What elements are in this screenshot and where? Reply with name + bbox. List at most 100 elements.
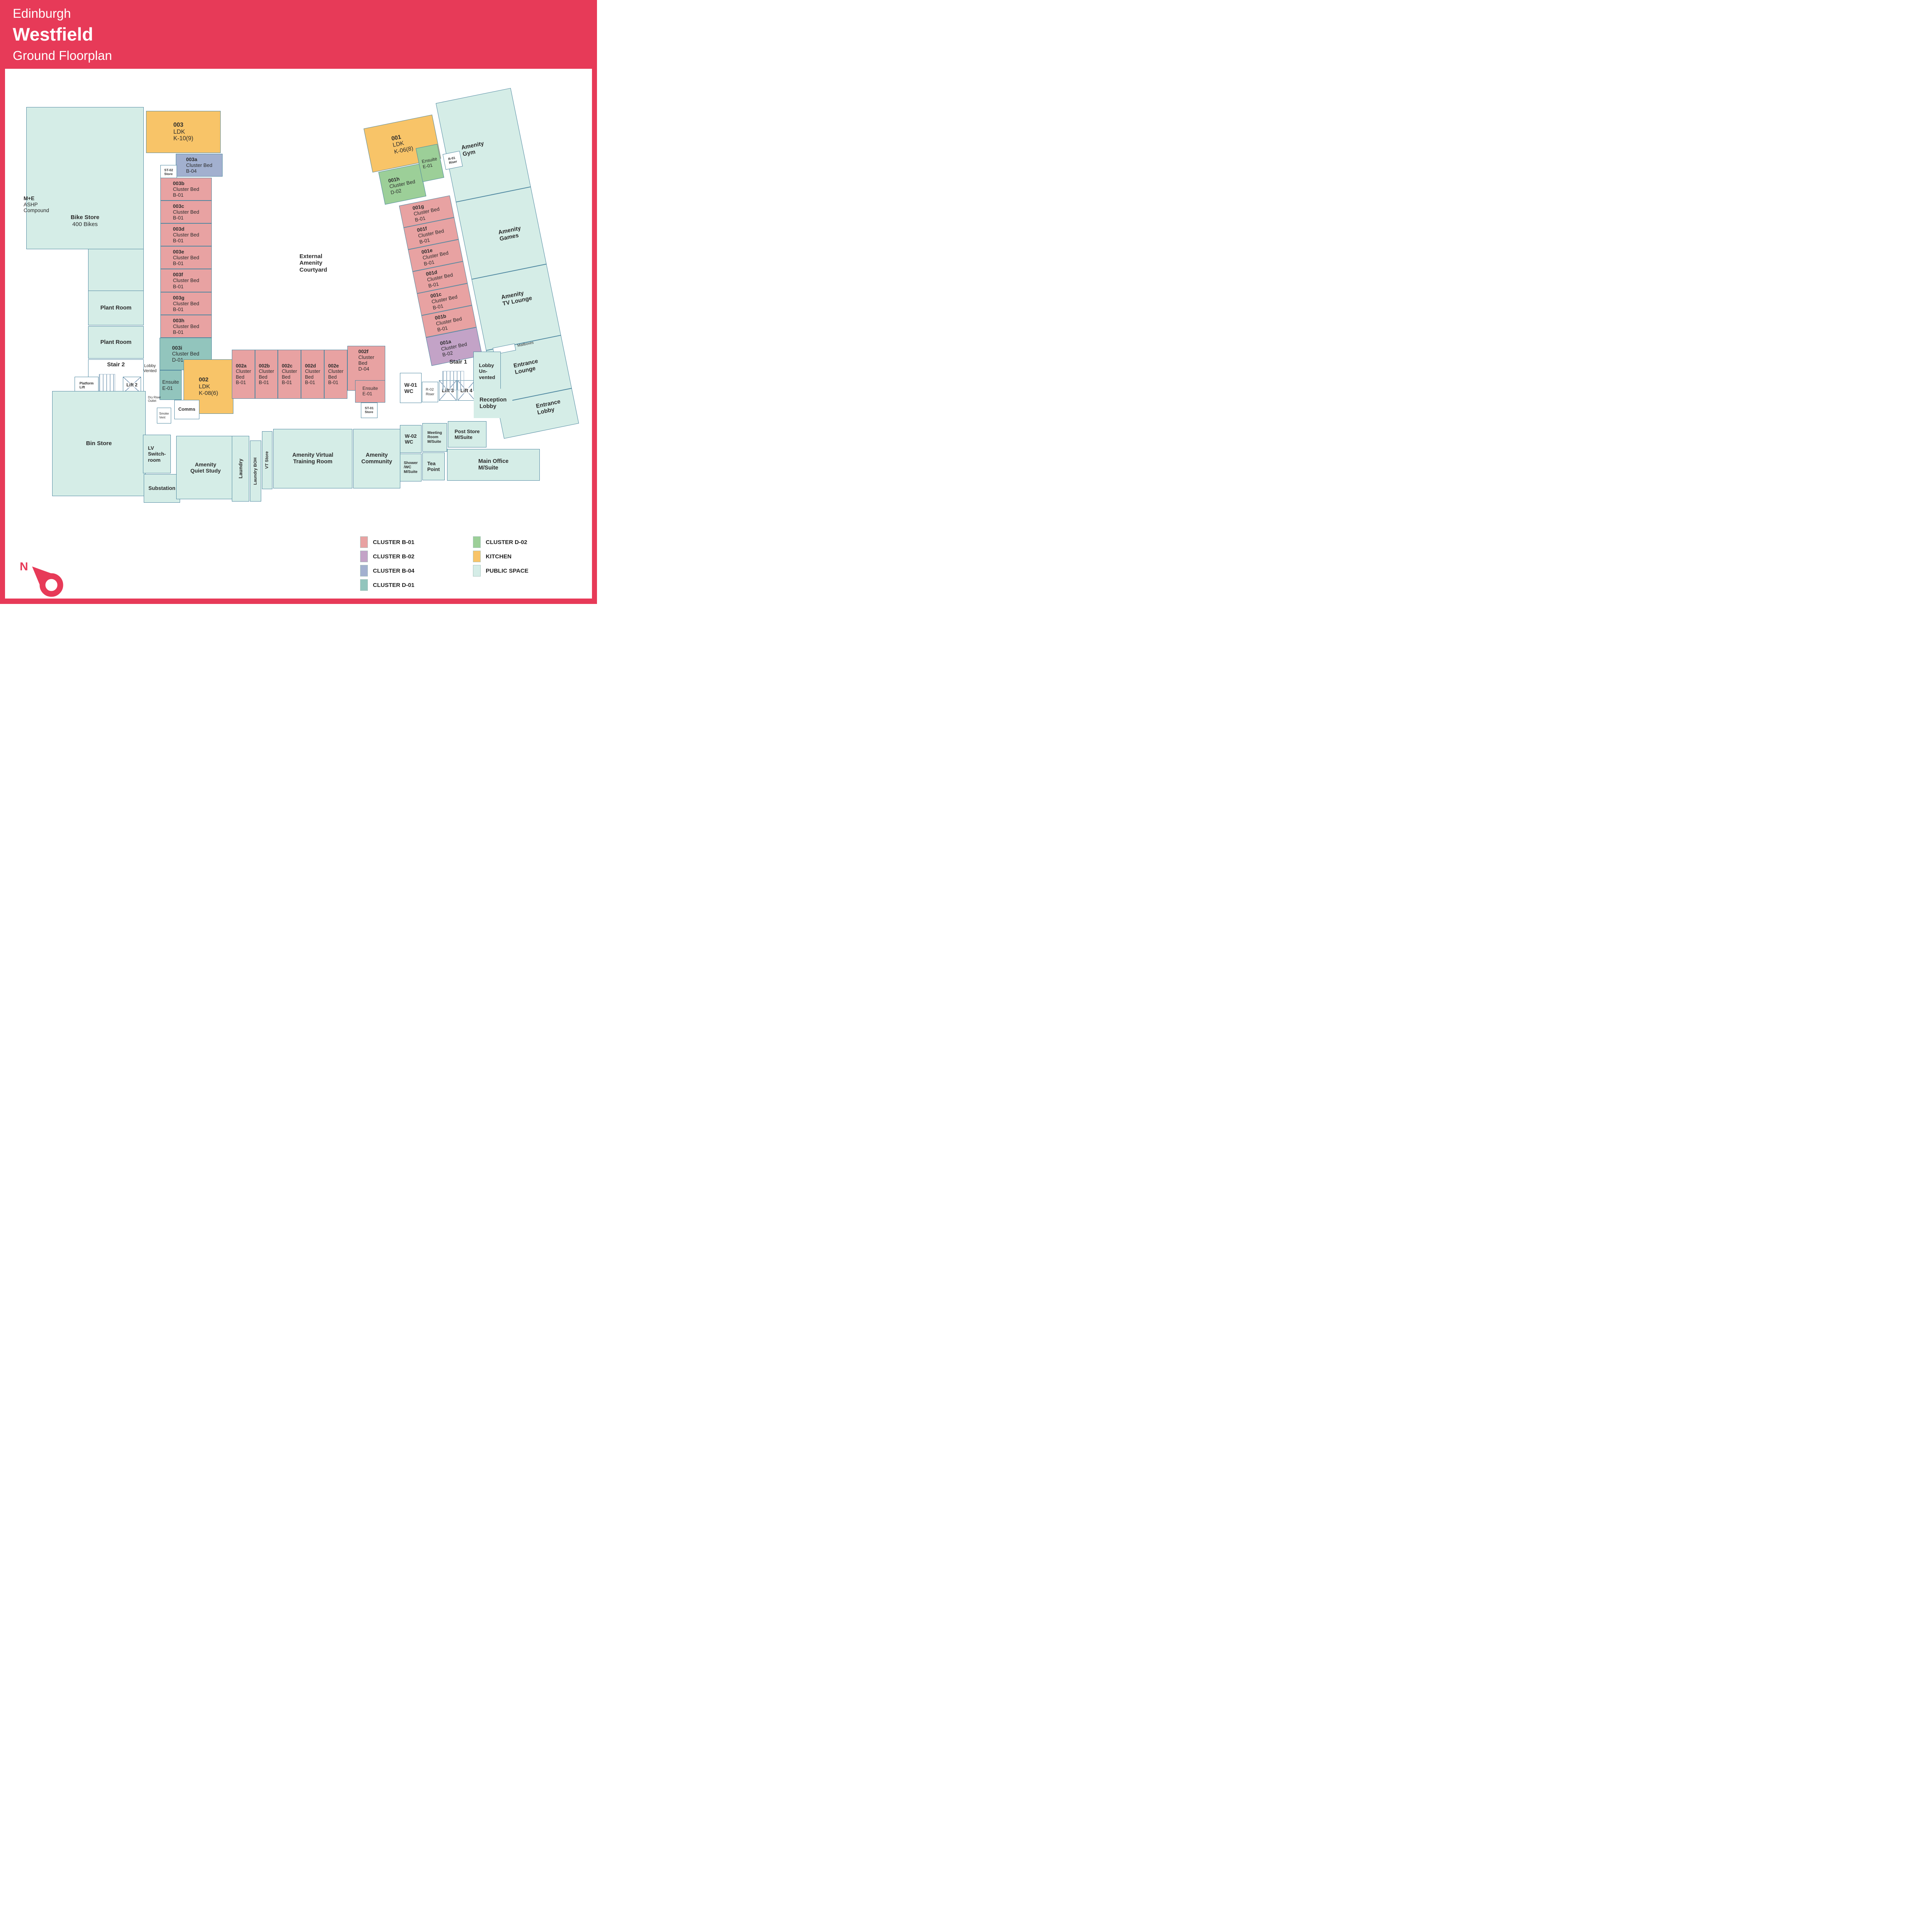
legend-label-public-space: PUBLIC SPACE — [486, 567, 529, 574]
legend-swatch-kitchen — [473, 551, 481, 562]
legend-label-kitchen: KITCHEN — [486, 553, 512, 560]
stair-2-treads — [99, 374, 115, 392]
legend-item-cluster-b01: CLUSTER B-01 — [360, 536, 415, 548]
legend-label-cluster-b02: CLUSTER B-02 — [373, 553, 415, 560]
room-substation-label: Substation — [148, 485, 175, 492]
legend-item-cluster-b04: CLUSTER B-04 — [360, 565, 415, 577]
room-vt-store-label: VT Store — [265, 451, 270, 469]
room-comms: Comms — [174, 400, 199, 419]
room-lift-2: Lift 2 — [123, 377, 141, 393]
page-subtitle: Ground Floorplan — [13, 48, 112, 63]
room-vt-store: VT Store — [262, 431, 272, 489]
legend-item-cluster-d02: CLUSTER D-02 — [473, 536, 527, 548]
legend-item-kitchen: KITCHEN — [473, 551, 512, 562]
legend-label-cluster-d02: CLUSTER D-02 — [486, 539, 527, 546]
room-plant-room-a: Plant Room — [88, 291, 144, 325]
legend-item-public-space: PUBLIC SPACE — [473, 565, 529, 577]
room-bin-store: Bin Store — [52, 391, 146, 496]
floorplan-page: Edinburgh Westfield Ground Floorplan Ame… — [0, 0, 597, 604]
north-compass-icon — [32, 566, 63, 597]
room-laundry: Laundry — [232, 436, 249, 502]
stair-1-treads — [442, 371, 464, 390]
legend-label-cluster-b01: CLUSTER B-01 — [373, 539, 415, 546]
room-substation: Substation — [144, 474, 180, 503]
north-label: N — [20, 560, 28, 573]
compass-ring — [39, 573, 63, 597]
north-compass: N — [20, 560, 78, 597]
room-lift-2-label: Lift 2 — [126, 382, 138, 388]
room-laundry-boh-label: Laundry BOH — [253, 457, 258, 485]
room-laundry-boh: Laundry BOH — [250, 440, 261, 502]
legend-item-cluster-b02: CLUSTER B-02 — [360, 551, 415, 562]
room-bin-store-label: Bin Store — [86, 440, 112, 447]
room-plant-room-b: Plant Room — [88, 326, 144, 359]
room-plant-room-b-label: Plant Room — [100, 339, 132, 345]
legend-swatch-cluster-b01 — [360, 536, 368, 548]
room-stair-1: Stair 1 — [449, 359, 467, 365]
legend-swatch-cluster-d01 — [360, 579, 368, 591]
legend-swatch-cluster-b04 — [360, 565, 368, 577]
legend-swatch-cluster-d02 — [473, 536, 481, 548]
legend-label-cluster-d01: CLUSTER D-01 — [373, 582, 415, 588]
compass-needle — [32, 566, 51, 585]
